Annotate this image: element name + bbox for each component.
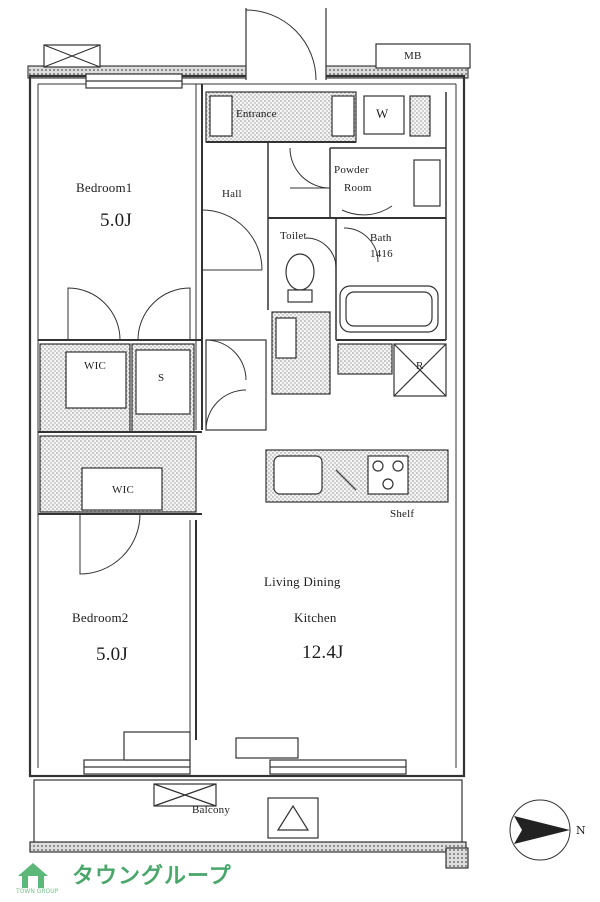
logo-subtext: TOWN GROUP bbox=[16, 888, 59, 895]
logo-house-icon bbox=[18, 863, 48, 888]
room-size-ldk: 12.4J bbox=[302, 642, 344, 663]
label-shelf: Shelf bbox=[390, 508, 415, 520]
label-wic1: WIC bbox=[84, 360, 106, 372]
room-label-ldk-2: Kitchen bbox=[294, 610, 337, 625]
room-size-bedroom2: 5.0J bbox=[96, 644, 128, 665]
toilet-bowl bbox=[285, 253, 315, 291]
sink bbox=[273, 455, 323, 495]
washer-box bbox=[363, 95, 405, 135]
balcony-hatch bbox=[267, 797, 319, 839]
compass-arrow-icon bbox=[514, 816, 570, 844]
room-label-bedroom2: Bedroom2 bbox=[72, 610, 129, 625]
room-size-bedroom1: 5.0J bbox=[100, 210, 132, 231]
label-wic2: WIC bbox=[112, 484, 134, 496]
compass: N bbox=[509, 799, 586, 861]
label-bath: Bath bbox=[370, 232, 392, 244]
entrance-door-opening bbox=[246, 40, 326, 80]
label-mb: MB bbox=[404, 50, 422, 62]
label-powder-2: Room bbox=[344, 182, 372, 194]
label-bath-size: 1416 bbox=[370, 248, 393, 260]
company-logo: TOWN GROUP タウングループ bbox=[6, 856, 306, 896]
room-label-ldk-1: Living Dining bbox=[264, 574, 341, 589]
label-fridge: R bbox=[416, 360, 424, 372]
label-washer: W bbox=[376, 106, 389, 121]
logo-text: タウングループ bbox=[72, 864, 232, 889]
balcony bbox=[33, 779, 463, 845]
stove bbox=[367, 455, 409, 495]
room-label-bedroom1: Bedroom1 bbox=[76, 180, 133, 195]
bathtub bbox=[339, 285, 439, 333]
label-balcony: Balcony bbox=[192, 804, 231, 816]
label-storage: S bbox=[158, 372, 165, 384]
label-toilet: Toilet bbox=[280, 230, 307, 242]
label-entrance: Entrance bbox=[236, 108, 277, 120]
mb-box bbox=[375, 43, 471, 69]
label-hall: Hall bbox=[222, 188, 242, 200]
compass-north: N bbox=[576, 824, 586, 837]
label-powder-1: Powder bbox=[334, 164, 369, 176]
